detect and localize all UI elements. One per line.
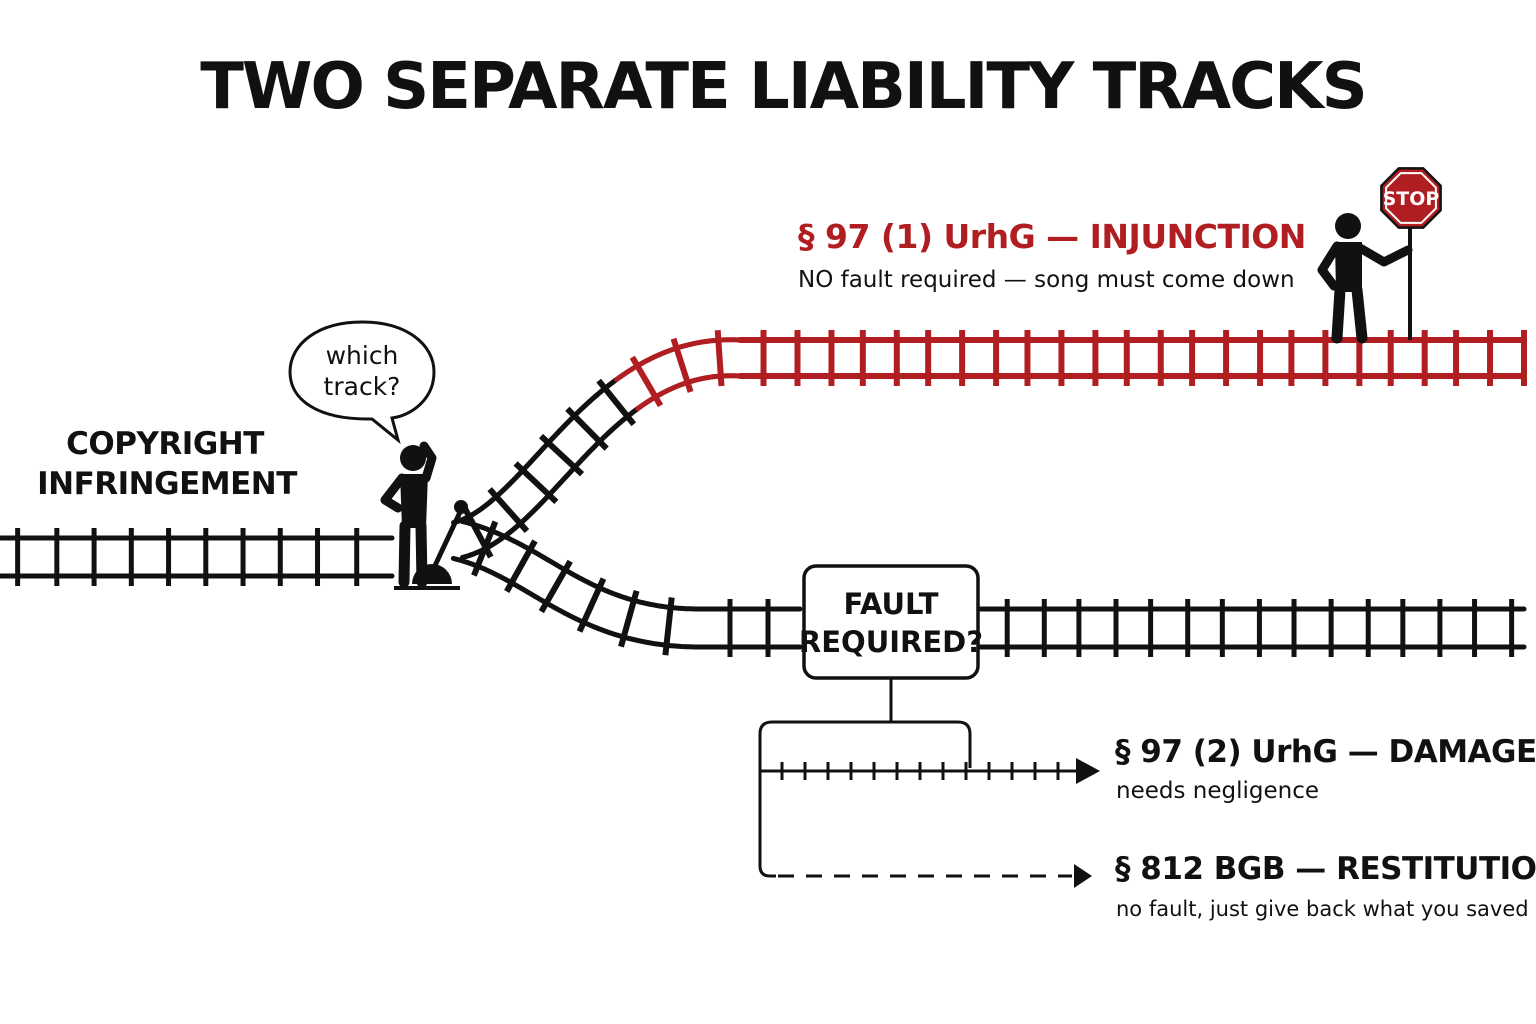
speech-bubble-line2: track? [324,372,401,401]
fault-box: FAULT REQUIRED? [799,564,983,680]
start-label-line2: INFRINGEMENT [37,466,297,502]
page-title: TWO SEPARATE LIABILITY TRACKS [200,50,1366,124]
damages-track [760,762,1078,780]
damages-arrow-icon [1076,758,1100,784]
stop-sign-icon: STOP [1380,167,1442,340]
damages-heading: § 97 (2) UrhG — DAMAGES [1115,734,1536,770]
switch-lever-icon [394,500,468,590]
start-label: COPYRIGHT INFRINGEMENT [37,426,298,502]
switchman-person-icon [380,441,437,588]
fault-box-line2: REQUIRED? [799,625,983,659]
damages-subtext: needs negligence [1116,778,1319,804]
restitution-arrow-icon [1074,864,1092,888]
speech-bubble-line1: which [326,341,399,370]
injunction-heading: § 97 (1) UrhG — INJUNCTION [798,217,1306,256]
track-network [0,329,1527,657]
fault-track-right [977,599,1527,657]
speech-bubble-shape [288,320,436,445]
speech-bubble: which track? [288,320,436,445]
fault-connector [758,678,972,878]
restitution-subtext: no fault, just give back what you saved [1116,897,1529,921]
main-track [0,528,395,586]
stop-sign-label: STOP [1383,188,1440,210]
stop-person-icon [1317,213,1413,344]
restitution-heading: § 812 BGB — RESTITUTION [1115,851,1536,887]
injunction-subtext: NO fault required — song must come down [798,267,1295,293]
start-label-line1: COPYRIGHT [66,426,264,462]
fault-branch-curve [450,519,703,656]
fault-box-line1: FAULT [843,587,938,621]
injunction-track [737,330,1527,386]
fault-track-left [697,599,803,657]
